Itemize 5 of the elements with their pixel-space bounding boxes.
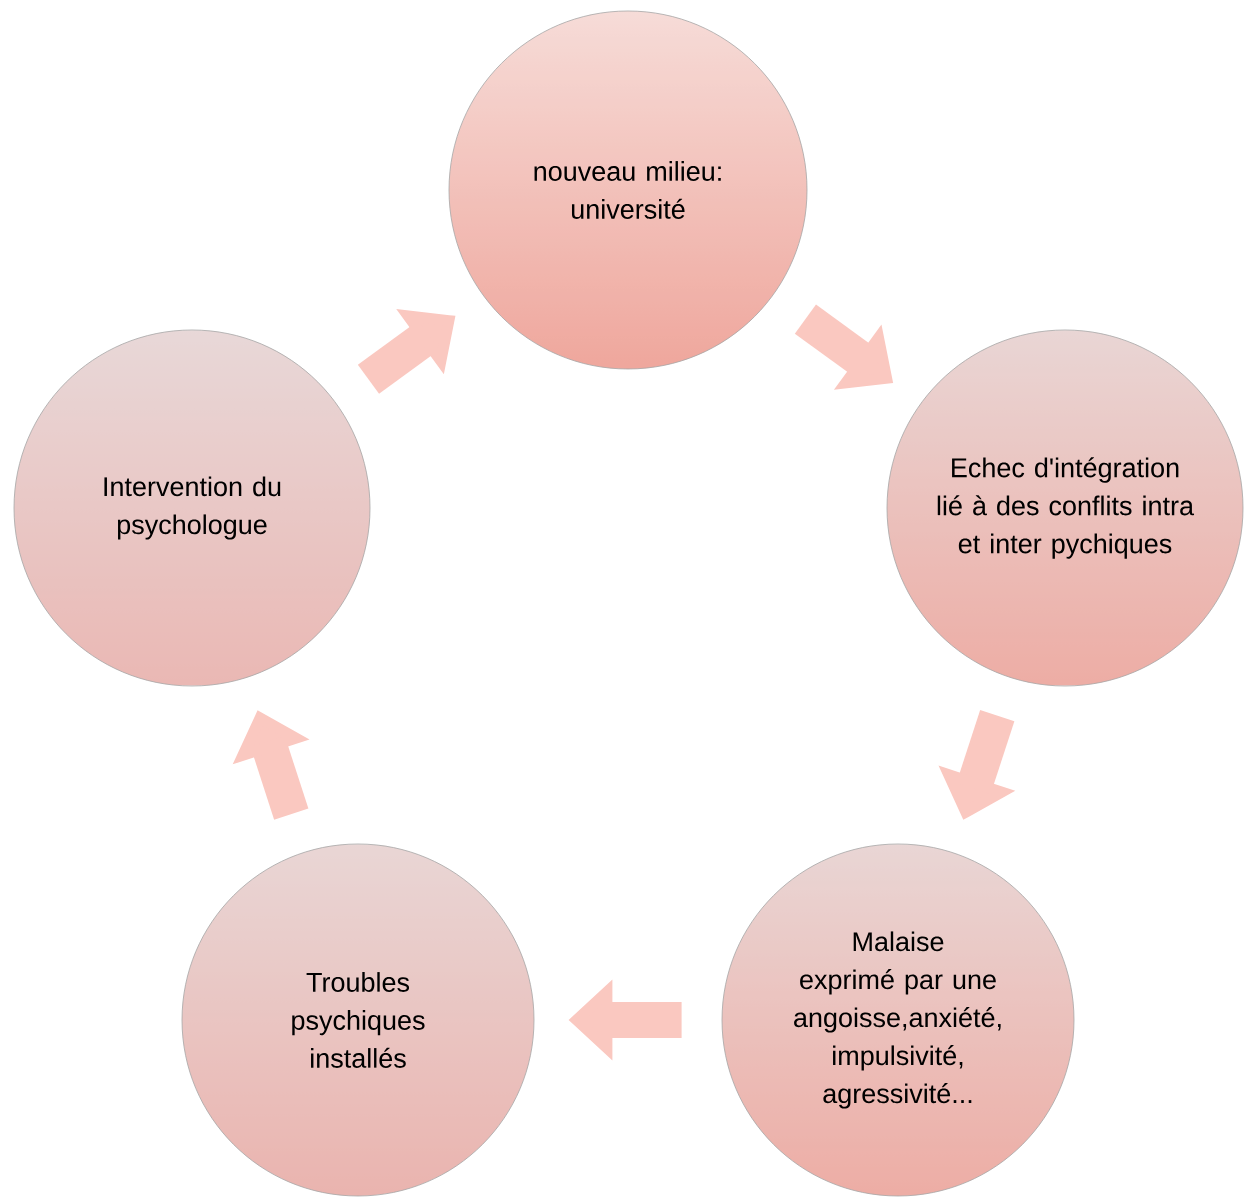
circle-node: Troubles psychiques installés: [181, 843, 535, 1197]
circle-node: Intervention du psychologue: [13, 329, 371, 687]
circle-node: nouveau milieu: université: [448, 10, 808, 370]
circle-node: Echec d'intégration lié à des conflits intra et inter pychiques: [886, 329, 1244, 687]
circle-node: Malaise exprimé par une angoisse,anxiété, impulsivité, agressivité...: [721, 843, 1075, 1197]
